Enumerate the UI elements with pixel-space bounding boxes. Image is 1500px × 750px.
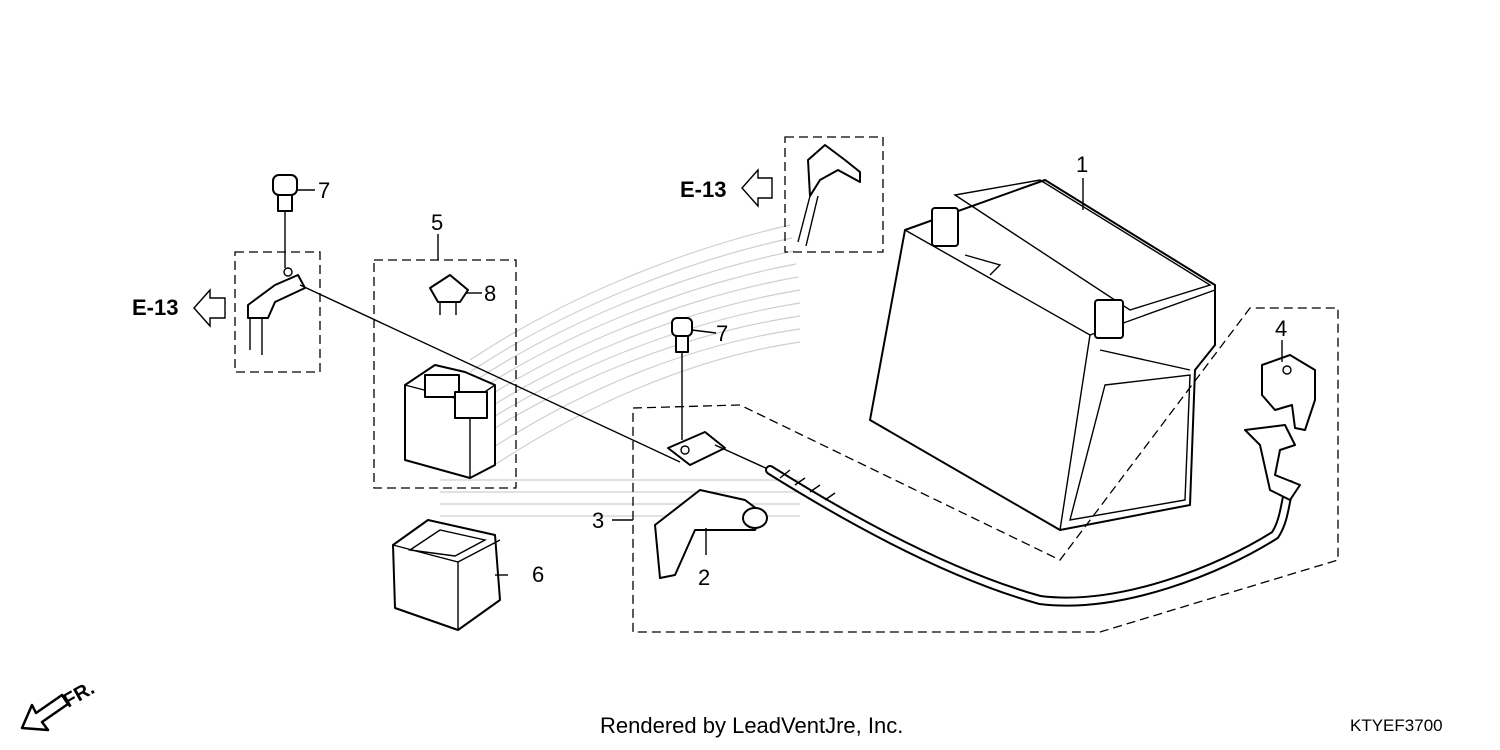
front-arrow-icon — [20, 693, 70, 732]
callout-8: 8 — [484, 281, 496, 306]
reference-arrow-icon — [741, 168, 773, 208]
brand-watermark — [440, 224, 801, 517]
battery[interactable] — [869, 179, 1216, 531]
reference-e13-top[interactable]: E-13 — [680, 168, 773, 208]
terminal-cover[interactable] — [654, 489, 768, 579]
reference-arrow-icon — [193, 288, 226, 328]
callout-7-left: 7 — [318, 178, 330, 203]
reference-e13-left[interactable]: E-13 — [132, 288, 226, 328]
fuse[interactable] — [429, 274, 469, 315]
callout-4: 4 — [1275, 316, 1287, 341]
callout-6: 6 — [532, 562, 544, 587]
svg-text:E-13: E-13 — [680, 177, 726, 202]
cable-group-frame — [632, 307, 1339, 633]
relay-rubber-mount[interactable] — [392, 519, 501, 631]
callout-3: 3 — [592, 508, 604, 533]
bolt-left[interactable] — [272, 174, 298, 268]
callout-2: 2 — [698, 565, 710, 590]
callout-5: 5 — [431, 210, 443, 235]
terminal-cap[interactable] — [1261, 354, 1316, 431]
diagram-code: KTYEF3700 — [1350, 716, 1443, 735]
negative-cable-end-group — [234, 251, 681, 463]
credit-text: Rendered by LeadVentJre, Inc. — [600, 713, 903, 738]
callout-7-right: 7 — [716, 321, 728, 346]
bolt-right[interactable] — [671, 317, 693, 440]
leader-lines — [297, 178, 1283, 576]
starter-relay-group — [373, 259, 517, 489]
front-direction-indicator: FR. — [20, 677, 98, 732]
callout-1: 1 — [1076, 152, 1088, 177]
svg-text:E-13: E-13 — [132, 295, 178, 320]
positive-cable[interactable] — [667, 424, 1301, 607]
cable-end-top-group — [784, 136, 884, 253]
